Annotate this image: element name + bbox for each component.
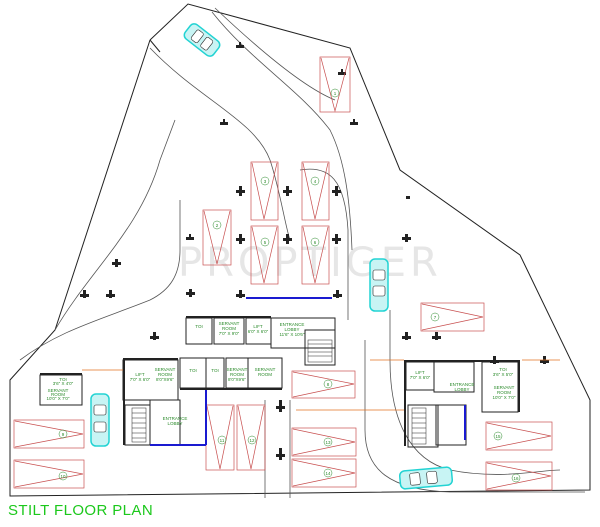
room-label: TOI [189,368,196,373]
parking-number: 9 [62,432,65,437]
ramp-lines [82,359,560,411]
glazing-lines [150,297,466,446]
room-label: ROOM [497,390,511,395]
parking-number: 2 [216,223,219,228]
room-label: 11'6" X 10'6" [279,332,304,337]
room-label: LIFT [415,370,425,375]
room-label: SERVANT [155,367,176,372]
parking-number: 15 [495,434,501,439]
parking-number: 5 [264,240,267,245]
parking-number: 10 [60,474,66,479]
room-label: 7'0" X 6'0" [410,375,431,380]
parking-numbers: 1 2 3 4 5 6 7 8 9 10 11 12 13 14 15 16 [58,88,521,483]
room-label: 8'0"X9'6" [228,377,246,382]
room-label: LIFT [135,372,145,377]
room-label: 8'0"X9'6" [156,377,174,382]
parked-cars [90,23,454,490]
room-label: LIFT [253,324,263,329]
room-label: TOI [211,368,218,373]
plan-title: STILT FLOOR PLAN [8,502,154,519]
room-label: 7'0" X 6'0" [130,377,151,382]
car-icon [183,23,221,57]
parking-number: 1 [334,91,337,96]
building-core-heavy-walls [40,316,520,446]
room-label: ROOM [258,372,272,377]
stair-icon [131,339,427,445]
room-label: ROOM [158,372,172,377]
parking-number: 13 [325,440,331,445]
room-label: 6'0" X 6'0" [248,329,269,334]
car-icon [90,393,110,447]
room-label: SERVANT [219,321,240,326]
parking-number: 12 [249,438,255,443]
room-label: LOBBY [454,387,469,392]
room-label: ROOM [222,326,236,331]
room-label: LOBBY [167,421,182,426]
room-label: TOI [59,377,66,382]
parking-number: 8 [327,382,330,387]
parking-number: 11 [220,438,225,443]
car-icon [369,258,389,312]
room-label: LOBBY [284,327,299,332]
room-label: 3'6" X 5'0" [493,372,514,377]
room-label: SERVANT [227,367,248,372]
parking-number: 7 [434,315,437,320]
room-labels: TOI SERVANT ROOM 7'0" X 9'0" LIFT 6'0" X… [47,321,516,426]
room-label: SERVANT [48,388,69,393]
room-label: ROOM [51,392,65,397]
site-boundary [9,3,591,497]
room-label: 10'0" X 7'0" [47,396,70,401]
parking-number: 4 [314,179,317,184]
room-label: ROOM [230,372,244,377]
room-label: TOI [195,324,202,329]
room-label: SERVANT [494,385,515,390]
room-label: 3'6" X 4'0" [53,381,74,386]
parking-number: 3 [264,179,267,184]
room-label: ENTRANCE [280,322,305,327]
parking-number: 14 [325,471,331,476]
building-core-walls [39,317,519,448]
room-label: ENTRANCE [450,382,475,387]
parking-number: 16 [513,476,519,481]
room-label: 10'0" X 7'0" [493,395,516,400]
room-label: TOI [499,367,506,372]
car-icon [398,466,454,490]
room-label: ENTRANCE [163,416,188,421]
room-label: SERVANT [255,367,276,372]
room-label: 7'0" X 9'0" [219,331,240,336]
parking-bays [13,56,553,491]
parking-number: 6 [314,240,317,245]
